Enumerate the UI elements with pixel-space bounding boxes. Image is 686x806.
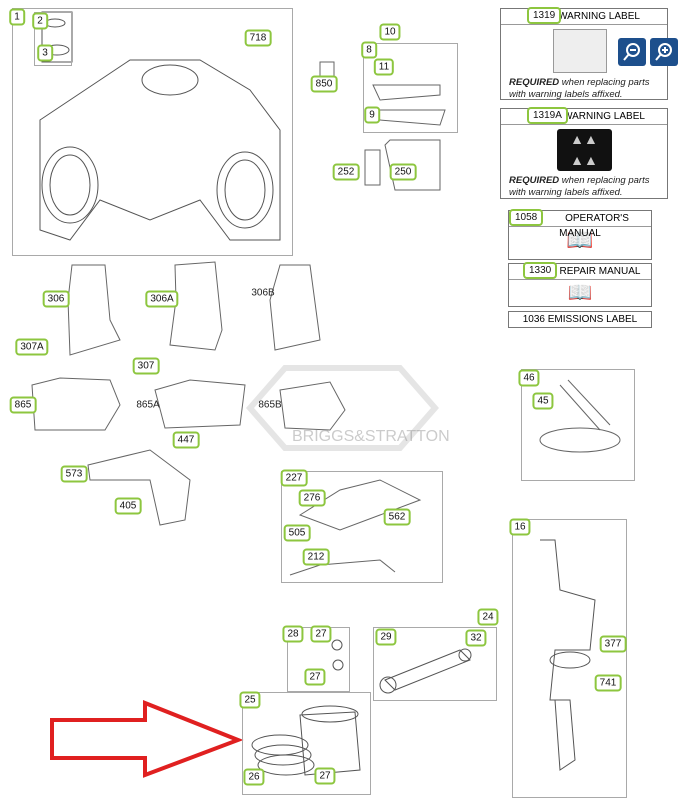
callout-377[interactable]: 377 <box>599 635 627 653</box>
callout-3[interactable]: 3 <box>37 44 53 62</box>
callout-850[interactable]: 850 <box>310 75 338 93</box>
label-865A: 865A <box>136 399 160 411</box>
rod-group-box <box>373 627 497 701</box>
panel-title: WARNING LABEL <box>563 111 645 122</box>
cylinder-group-box <box>12 8 293 256</box>
callout-447[interactable]: 447 <box>172 431 200 449</box>
piston-rod-drawings <box>251 639 472 776</box>
callout-46[interactable]: 46 <box>518 369 540 387</box>
callout-306A[interactable]: 306A <box>145 290 179 308</box>
callout-573[interactable]: 573 <box>60 465 88 483</box>
callout-1319A[interactable]: 1319A <box>527 107 568 124</box>
briggs-watermark <box>246 365 439 451</box>
callout-505[interactable]: 505 <box>283 524 311 542</box>
callout-11[interactable]: 11 <box>373 58 395 76</box>
callout-718[interactable]: 718 <box>244 29 272 47</box>
warning-symbols-icon: ▲▲▲▲ <box>556 129 612 171</box>
callout-10[interactable]: 10 <box>379 23 401 41</box>
operators-manual-panel: 1058 OPERATOR'S MANUAL 📖 <box>508 209 652 260</box>
callout-741[interactable]: 741 <box>594 674 622 692</box>
camshaft-drawing <box>539 379 621 453</box>
book-icon: 📖 <box>566 227 594 252</box>
callout-45[interactable]: 45 <box>532 392 554 410</box>
callout-2[interactable]: 2 <box>32 12 48 30</box>
book-icon: 📖 <box>567 282 593 304</box>
zoom-out-icon <box>623 43 640 61</box>
callout-212[interactable]: 212 <box>302 548 330 566</box>
callout-306[interactable]: 306 <box>42 290 70 308</box>
zoom-out-button[interactable] <box>618 38 646 66</box>
callout-29[interactable]: 29 <box>375 628 397 646</box>
callout-27[interactable]: 27 <box>314 767 336 785</box>
label-865B: 865B <box>258 399 282 411</box>
crankshaft-group-box <box>512 519 627 798</box>
callout-307A[interactable]: 307A <box>15 338 49 356</box>
callout-24[interactable]: 24 <box>477 608 499 626</box>
callout-27[interactable]: 27 <box>310 625 332 643</box>
callout-1058[interactable]: 1058 <box>509 209 544 226</box>
warning-sticker-image <box>553 29 607 73</box>
callout-16[interactable]: 16 <box>509 518 531 536</box>
governor-group-box <box>281 471 443 583</box>
callout-26[interactable]: 26 <box>243 768 265 786</box>
piston-group-box <box>242 692 371 795</box>
zoom-in-icon <box>655 43 672 61</box>
callout-27[interactable]: 27 <box>304 668 326 686</box>
callout-9[interactable]: 9 <box>364 106 380 124</box>
callout-227[interactable]: 227 <box>280 469 308 487</box>
panel-title: OPERATOR'S MANUAL <box>559 213 629 239</box>
panel-title: WARNING LABEL <box>558 11 640 22</box>
cover-group-box <box>363 43 458 133</box>
callout-307[interactable]: 307 <box>132 357 160 375</box>
callout-405[interactable]: 405 <box>114 497 142 515</box>
zoom-in-button[interactable] <box>650 38 678 66</box>
camshaft-group-box <box>521 369 635 481</box>
callout-28[interactable]: 28 <box>282 625 304 643</box>
callout-1330[interactable]: 1330 <box>523 262 558 279</box>
emissions-label-panel: 1036 EMISSIONS LABEL <box>508 311 652 328</box>
label-306B: 306B <box>251 287 275 299</box>
required-note: REQUIRED when replacing parts with warni… <box>509 175 650 198</box>
callout-32[interactable]: 32 <box>465 629 487 647</box>
red-arrow <box>50 700 244 778</box>
callout-1319[interactable]: 1319 <box>527 7 562 24</box>
callout-1[interactable]: 1 <box>9 8 25 26</box>
crankshaft-drawing <box>540 539 596 771</box>
callout-865[interactable]: 865 <box>9 396 37 414</box>
panel-title: REPAIR MANUAL <box>559 266 641 277</box>
callout-276[interactable]: 276 <box>298 489 326 507</box>
callout-252[interactable]: 252 <box>332 163 360 181</box>
watermark-text: BRIGGS&STRATTON <box>292 428 450 445</box>
callout-25[interactable]: 25 <box>239 691 261 709</box>
sleeve-group-box <box>34 12 72 66</box>
callout-250[interactable]: 250 <box>389 163 417 181</box>
callout-562[interactable]: 562 <box>383 508 411 526</box>
callout-8[interactable]: 8 <box>361 41 377 59</box>
required-note: REQUIRED when replacing parts with warni… <box>509 77 650 100</box>
